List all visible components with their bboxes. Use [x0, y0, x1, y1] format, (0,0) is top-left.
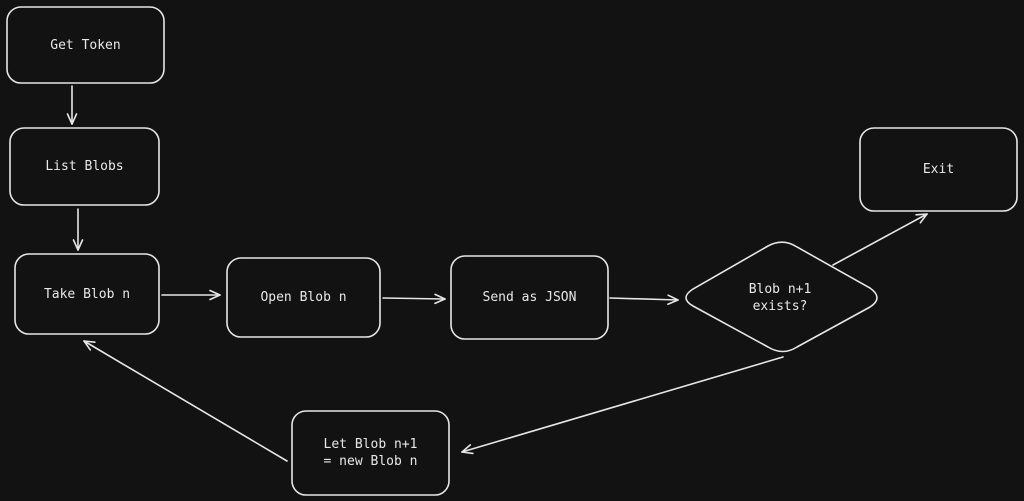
node-list-blobs-shape — [9, 127, 160, 206]
edge-decision-to-let-blob — [461, 356, 784, 455]
node-open-blob-label: Open Blob n — [260, 290, 347, 305]
node-exit-shape — [859, 127, 1018, 212]
node-list-blobs-label: List Blobs — [45, 159, 124, 174]
node-send-json-shape — [450, 255, 609, 340]
edge-open-blob-to-send-json — [382, 293, 446, 305]
node-take-blob-label: Take Blob n — [43, 286, 131, 302]
node-decision-label: Blob n+1 exists? — [748, 282, 812, 314]
edge-let-blob-to-take-blob — [83, 340, 288, 462]
node-open-blob-shape — [226, 257, 381, 338]
edge-decision-to-exit — [832, 213, 928, 266]
node-send-json-label: Send as JSON — [482, 290, 577, 305]
node-take-blob-shape — [14, 253, 160, 335]
node-let-blob-shape — [291, 410, 450, 496]
node-exit-label: Exit — [922, 162, 955, 177]
node-get-token-shape — [6, 6, 165, 84]
node-let-blob-label: Let Blob n+1 = new Blob n — [323, 437, 418, 469]
edge-send-json-to-decision — [609, 294, 679, 306]
node-decision-shape — [685, 241, 878, 353]
node-get-token-label: Get Token — [50, 37, 121, 53]
